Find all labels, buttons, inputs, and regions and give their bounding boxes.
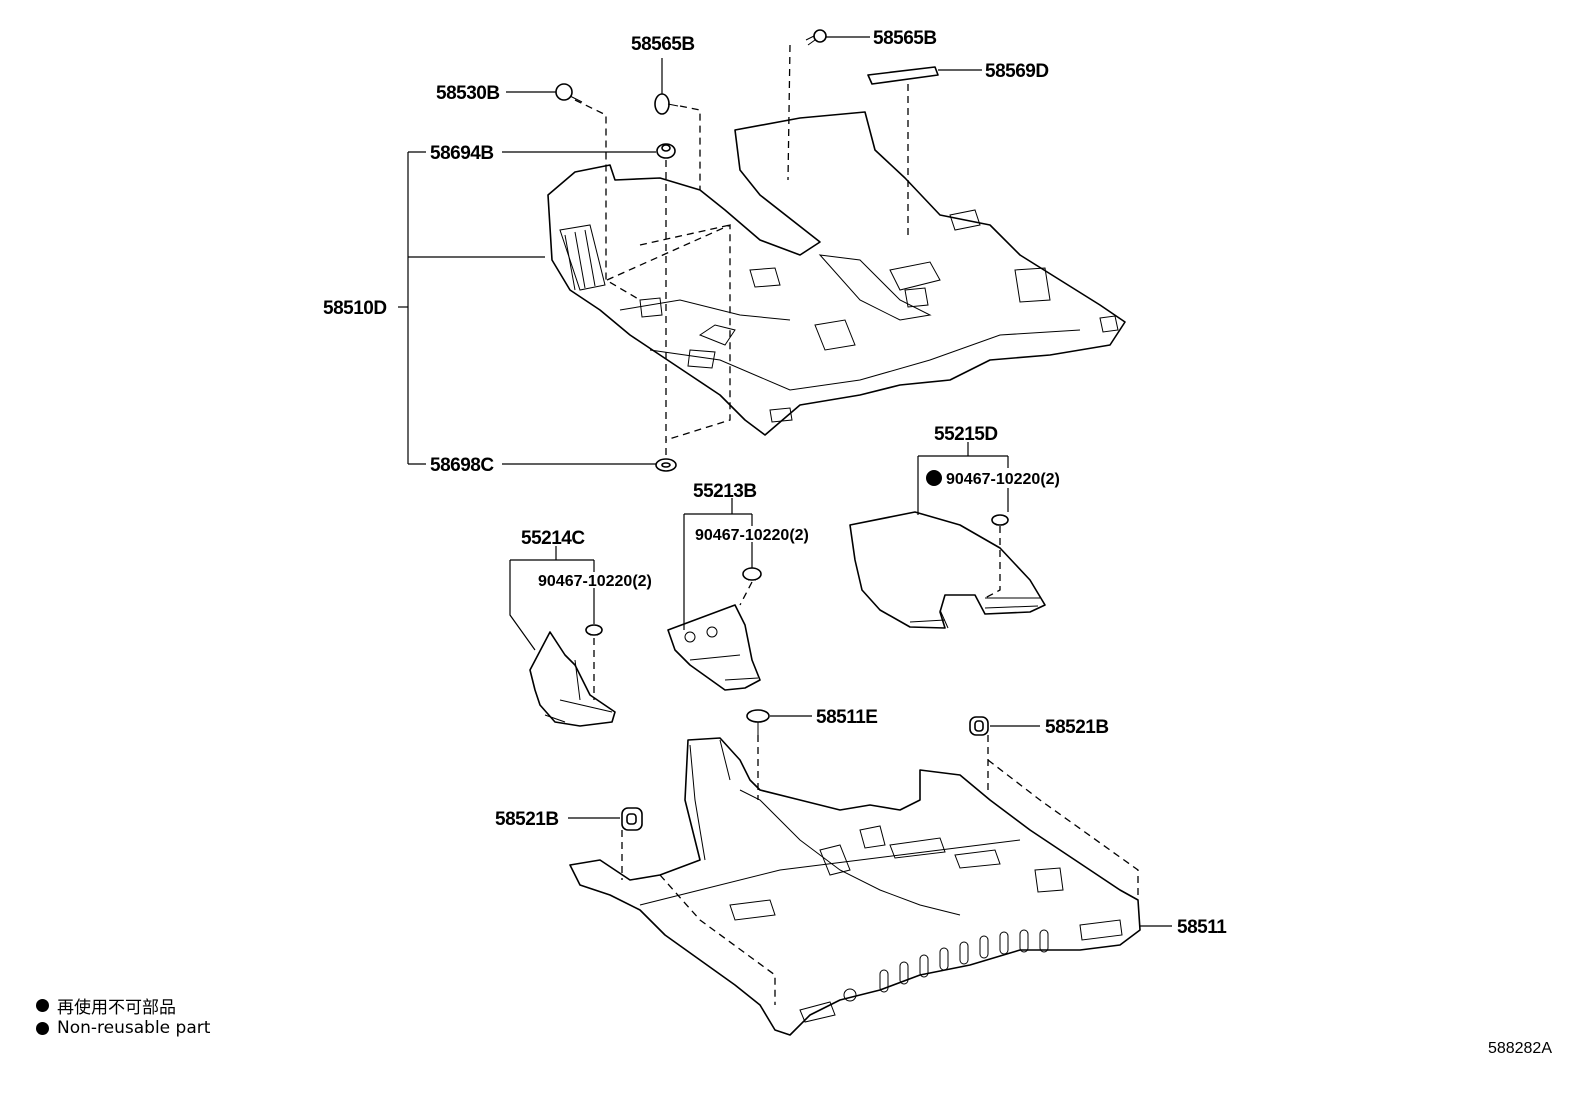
- panel-55213B[interactable]: [667, 604, 761, 691]
- label-58698C: 58698C: [430, 455, 494, 476]
- label-58521B-a: 58521B: [1045, 717, 1109, 738]
- legend-en: Non-reusable part: [36, 1018, 210, 1038]
- assembly-dashes: [574, 44, 1139, 1005]
- legend-jp-text: 再使用不可部品: [57, 998, 176, 1018]
- label-58510D: 58510D: [323, 298, 387, 319]
- label-90467-a: 90467-10220(2): [946, 471, 1060, 488]
- pushpin-58565B-b[interactable]: [654, 93, 679, 115]
- retainer-58694B[interactable]: [656, 143, 676, 159]
- leader-lines: [398, 36, 1172, 927]
- legend-dot-icon: [36, 1021, 49, 1035]
- part-labels: 58565B 58565B 58569D 58530B 58694B 58510…: [323, 28, 1228, 938]
- label-58530B: 58530B: [436, 83, 500, 104]
- label-58511E: 58511E: [816, 707, 877, 728]
- clip-58521B-b[interactable]: [621, 807, 643, 831]
- label-90467-b: 90467-10220(2): [695, 527, 809, 544]
- pushpin-58511E[interactable]: [746, 709, 770, 735]
- non-reusable-marker: [926, 470, 942, 486]
- upper-floor-carpet[interactable]: [547, 111, 1126, 436]
- label-58694B: 58694B: [430, 143, 494, 164]
- clip-90467-b[interactable]: [742, 567, 762, 581]
- label-55215D: 55215D: [934, 424, 998, 445]
- label-58565B-a: 58565B: [631, 34, 695, 55]
- label-55214C: 55214C: [521, 528, 585, 549]
- legend-en-text: Non-reusable part: [57, 1018, 211, 1038]
- screw-58530B[interactable]: [555, 83, 583, 103]
- strip-58569D[interactable]: [867, 66, 939, 85]
- label-55213B: 55213B: [693, 481, 757, 502]
- lower-floor-carpet[interactable]: [569, 737, 1141, 1036]
- label-58569D: 58569D: [985, 61, 1049, 82]
- panel-55215D[interactable]: [849, 511, 1046, 629]
- label-90467-c: 90467-10220(2): [538, 573, 652, 590]
- legend-jp: 再使用不可部品: [36, 993, 176, 1018]
- drain-slots: [879, 929, 1049, 993]
- clip-58521B-a[interactable]: [969, 716, 989, 736]
- panel-55214C[interactable]: [529, 631, 616, 727]
- label-58511: 58511: [1177, 917, 1227, 938]
- reference-code: 588282A: [1487, 1040, 1552, 1057]
- grommet-58698C[interactable]: [655, 458, 677, 472]
- clip-90467-a[interactable]: [991, 514, 1009, 526]
- clip-58565B-a[interactable]: [805, 29, 827, 46]
- clip-90467-c[interactable]: [585, 624, 603, 636]
- legend-dot-icon: [36, 999, 49, 1012]
- label-58521B-b: 58521B: [495, 809, 559, 830]
- label-58565B-b: 58565B: [873, 28, 937, 49]
